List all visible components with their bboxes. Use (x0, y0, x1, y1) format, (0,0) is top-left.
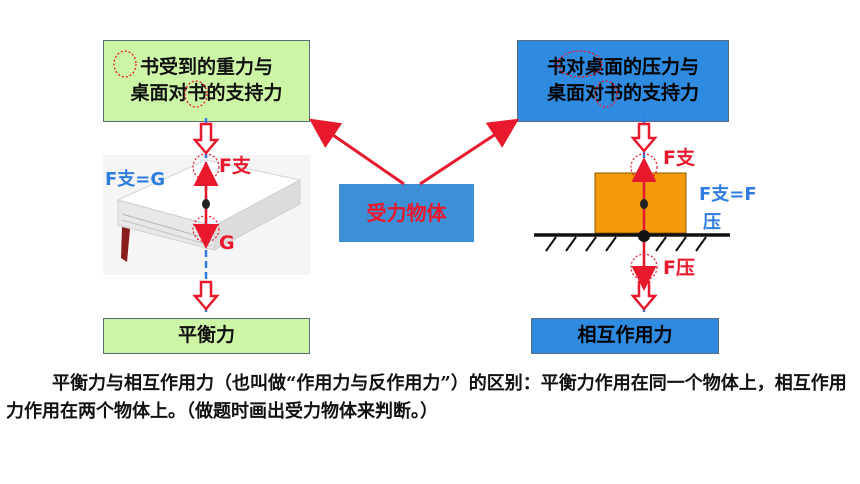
left-label-gravity: G (219, 232, 235, 254)
left-box-line-1: 书受到的重力与 (139, 56, 273, 79)
right-box-line-2: 桌面对书的支持力 (546, 82, 699, 104)
interaction-force-box: 相互作用力 (531, 318, 719, 354)
right-contact-dot (638, 230, 650, 242)
highlight-circle-shu-left-2 (184, 80, 208, 108)
right-bottom-hollow-arrow (630, 280, 658, 311)
balanced-forces-description-box: 书受到的重力与 桌面对书的支持力 (103, 40, 310, 122)
left-center-of-mass (202, 199, 210, 209)
right-label-pressure-force: F压 (663, 257, 695, 279)
highlight-circle-zhuomian-right (557, 50, 603, 78)
right-block-dot (640, 199, 648, 209)
left-highlight-circle-top (192, 153, 220, 181)
explanation-content: 平衡力与相互作用力（也叫做“作用力与反作用力”）的区别：平衡力作用在同一个物体上… (6, 373, 847, 422)
explanation-text: 平衡力与相互作用力（也叫做“作用力与反作用力”）的区别：平衡力作用在同一个物体上… (6, 370, 852, 426)
right-label-f-equals-line-1: F支=F (699, 184, 757, 205)
balanced-force-label: 平衡力 (177, 324, 235, 347)
interaction-force-label: 相互作用力 (577, 324, 673, 347)
right-highlight-circle-top (630, 153, 658, 181)
right-top-hollow-arrow (630, 122, 658, 153)
arrow-to-left-box (309, 118, 405, 186)
arrow-to-right-box (419, 118, 520, 186)
center-box-label: 受力物体 (366, 200, 447, 225)
interaction-forces-description-box: 书对桌面的压力与 桌面对书的支持力 (517, 40, 729, 122)
right-label-f-equals-line-2: 压 (703, 212, 721, 233)
left-label-f-equals-g: F支=G (105, 169, 166, 190)
left-label-support-force: F支 (219, 155, 251, 177)
highlight-circle-shu-left (113, 50, 137, 78)
balanced-force-box: 平衡力 (103, 318, 310, 354)
right-box-line-1: 书对桌面的压力与 (546, 56, 699, 79)
force-receiving-object-box: 受力物体 (339, 184, 474, 242)
left-highlight-circle-bottom (192, 215, 220, 243)
right-label-support-force: F支 (663, 147, 695, 169)
left-top-hollow-arrow (192, 122, 220, 155)
right-highlight-circle-bottom (630, 253, 658, 281)
left-bottom-hollow-arrow (192, 280, 220, 311)
table-hatching (545, 236, 707, 252)
highlight-circle-shu-right (594, 80, 618, 108)
